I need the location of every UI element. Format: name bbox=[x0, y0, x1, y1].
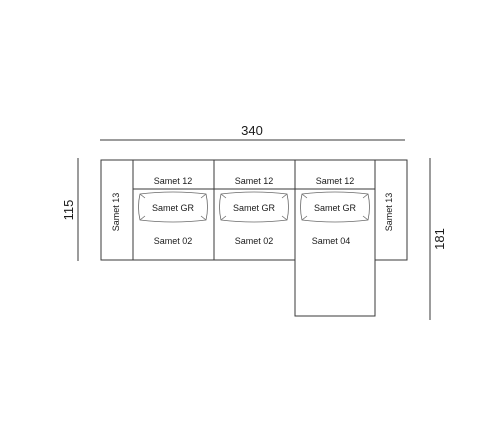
back-cushion-label-1: Samet 12 bbox=[154, 176, 193, 186]
chaise-dimension-label: 181 bbox=[432, 228, 447, 250]
width-dimension-label: 340 bbox=[241, 123, 263, 138]
seat-label-2: Samet 02 bbox=[235, 236, 274, 246]
pillow-2 bbox=[219, 191, 289, 223]
seat-label-3: Samet 04 bbox=[312, 236, 351, 246]
right-armrest-label: Samet 13 bbox=[384, 193, 394, 232]
pillow-label-2: Samet GR bbox=[233, 203, 276, 213]
pillow-3 bbox=[300, 191, 370, 223]
pillow-label-3: Samet GR bbox=[314, 203, 357, 213]
back-cushion-label-3: Samet 12 bbox=[316, 176, 355, 186]
pillow-label-1: Samet GR bbox=[152, 203, 195, 213]
sofa-outline bbox=[100, 159, 408, 317]
pillow-1 bbox=[138, 191, 208, 223]
back-cushion-label-2: Samet 12 bbox=[235, 176, 274, 186]
left-armrest-label: Samet 13 bbox=[111, 193, 121, 232]
depth-dimension-label: 115 bbox=[61, 200, 76, 221]
seat-label-1: Samet 02 bbox=[154, 236, 193, 246]
